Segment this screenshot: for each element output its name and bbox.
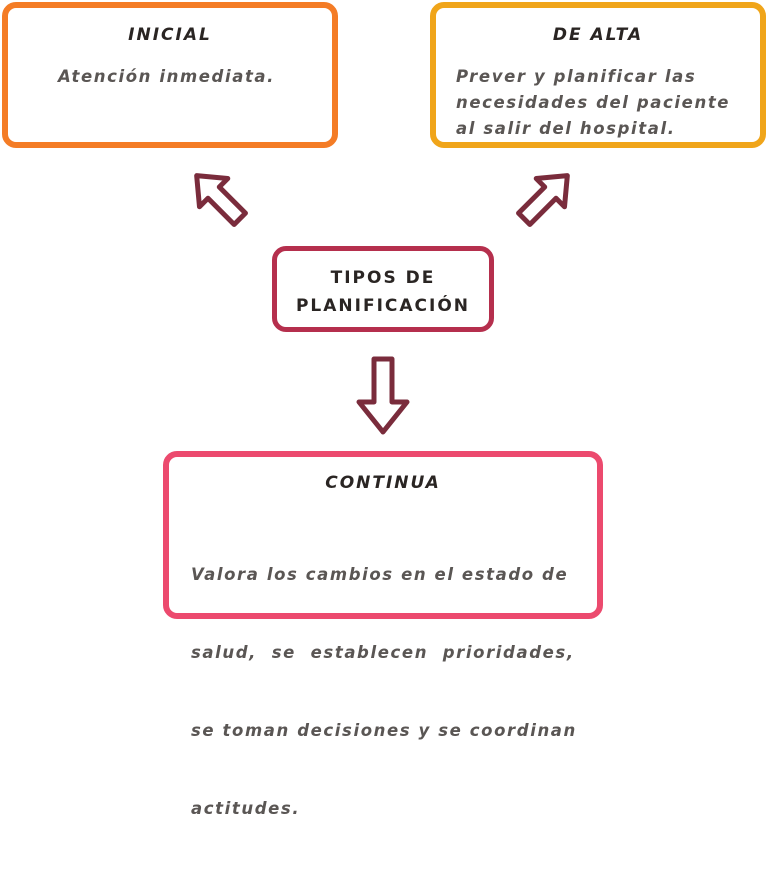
node-de-alta-description: Prever y planificar las necesidades del …: [456, 64, 730, 142]
node-continua-description: Valora los cambios en el estado de salud…: [191, 510, 577, 874]
node-continua-desc-line: actitudes.: [191, 799, 301, 818]
node-inicial-description: Atención inmediata.: [58, 64, 275, 90]
node-continua-desc-line: se toman decisiones y se coordinan: [191, 721, 577, 740]
arrow-up-right-icon: [516, 173, 570, 227]
arrow-up-left-icon: [194, 173, 248, 227]
center-label-line: PLANIFICACIÓN: [295, 296, 471, 316]
node-continua-desc-line: Valora los cambios en el estado de: [191, 565, 569, 584]
node-de-alta-desc-line: al salir del hospital.: [456, 119, 676, 138]
node-de-alta: DE ALTA Prever y planificar las necesida…: [430, 2, 766, 148]
arrow-down-icon: [356, 356, 410, 435]
center-label-line: TIPOS DE: [330, 268, 436, 288]
center-label: TIPOS DE PLANIFICACIÓN: [277, 264, 489, 320]
node-continua: CONTINUA Valora los cambios en el estado…: [163, 451, 603, 818]
node-de-alta-title: DE ALTA: [552, 25, 644, 45]
node-continua-title: CONTINUA: [325, 473, 441, 493]
node-inicial: INICIAL Atención inmediata.: [2, 2, 338, 148]
node-de-alta-desc-line: Prever y planificar las: [456, 67, 697, 86]
node-de-alta-desc-line: necesidades del paciente: [456, 93, 731, 112]
node-inicial-desc-line: Atención inmediata.: [58, 67, 276, 86]
node-continua-desc-line: salud, se establecen prioridades,: [191, 643, 575, 662]
node-tipos-de-planificacion: TIPOS DE PLANIFICACIÓN: [272, 246, 494, 332]
node-inicial-title: INICIAL: [128, 25, 212, 45]
